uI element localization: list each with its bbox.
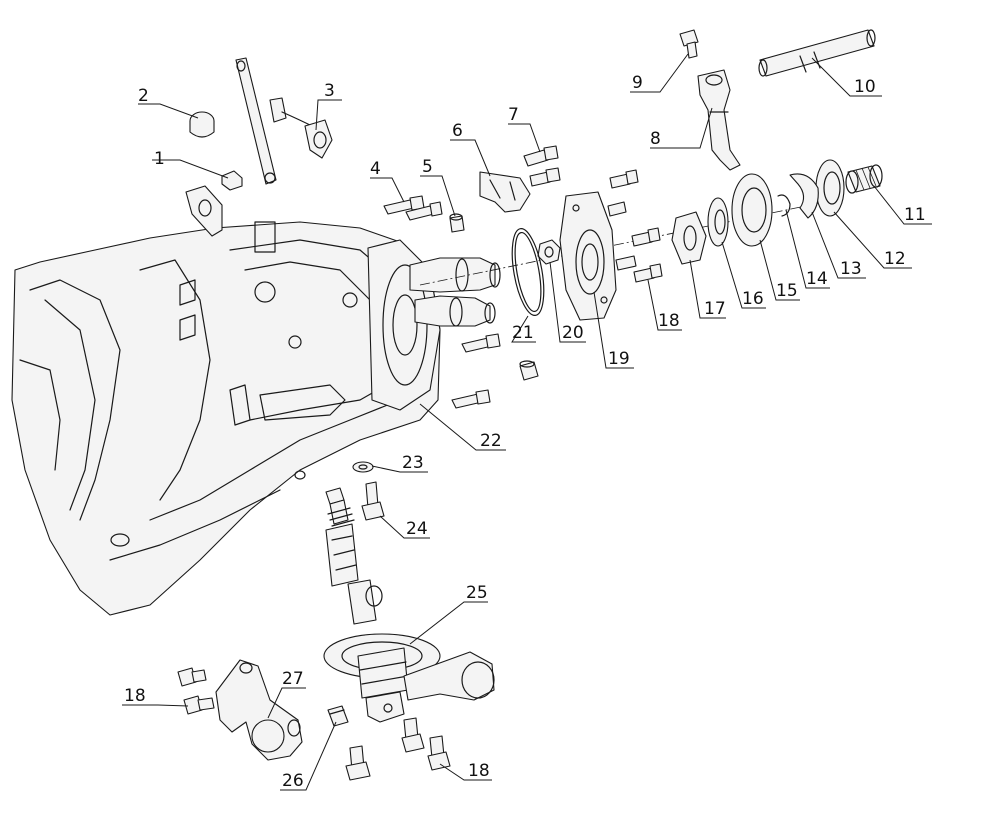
callout-6: 6	[452, 121, 463, 141]
part-24-bolt	[361, 481, 385, 521]
callout-4: 4	[370, 159, 381, 179]
callout-labels: 1 2 3 4 5 6 7 8 9 10 11 12 13 14 15 16 1…	[124, 73, 926, 791]
callout-2: 2	[138, 86, 149, 106]
callout-24: 24	[406, 519, 428, 539]
callout-7: 7	[508, 105, 519, 125]
callout-1: 1	[154, 149, 165, 169]
part-18-bolts-lower	[177, 667, 451, 781]
callout-25: 25	[466, 583, 488, 603]
callout-18-bottom: 18	[468, 761, 490, 781]
loose-bolts-middle	[451, 333, 539, 409]
callout-17: 17	[704, 299, 726, 319]
part-23-washer	[352, 461, 374, 473]
part-11-needle-bearing	[845, 164, 883, 194]
callout-8: 8	[650, 129, 661, 149]
callout-9: 9	[632, 73, 643, 93]
callout-21: 21	[512, 323, 534, 343]
callout-12: 12	[884, 249, 906, 269]
part-21-o-ring	[511, 228, 545, 316]
leader-lines	[122, 53, 932, 791]
callout-5: 5	[422, 157, 433, 177]
callout-18-left: 18	[124, 686, 146, 706]
part-27-lever-bracket	[215, 659, 303, 761]
part-19-retainer-plate	[559, 191, 617, 321]
part-13-thrust-washer	[789, 173, 819, 219]
part-5-dowel	[449, 213, 465, 233]
transmission-housing	[11, 221, 441, 616]
callout-16: 16	[742, 289, 764, 309]
callout-27: 27	[282, 669, 304, 689]
callout-10: 10	[854, 77, 876, 97]
callout-11: 11	[904, 205, 926, 225]
part-1-drain-plug	[185, 170, 243, 237]
part-6-bracket	[479, 171, 531, 213]
part-9-bolt	[679, 29, 699, 59]
part-20-nut	[537, 239, 561, 265]
callout-18-plate: 18	[658, 311, 680, 331]
shaft-assembly	[409, 199, 836, 327]
part-25-selector-assembly	[323, 487, 495, 723]
part-17-synchro-hub	[671, 211, 707, 265]
part-3-sensor	[235, 57, 333, 185]
part-18-bolts-plate	[607, 169, 663, 283]
part-15-16-synchro-set	[707, 173, 773, 247]
callout-20: 20	[562, 323, 584, 343]
part-2-filler-cap	[189, 111, 215, 138]
part-12-gear	[815, 159, 845, 217]
callout-15: 15	[776, 281, 798, 301]
part-7-bolts	[523, 145, 561, 187]
callout-19: 19	[608, 349, 630, 369]
callout-14: 14	[806, 269, 828, 289]
part-8-shift-fork	[697, 69, 741, 171]
callout-22: 22	[480, 431, 502, 451]
part-14-circlip	[777, 194, 791, 217]
part-10-shift-rail	[758, 29, 876, 77]
part-4-bolts	[383, 195, 443, 221]
part-26-block	[327, 705, 349, 727]
callout-23: 23	[402, 453, 424, 473]
callout-13: 13	[840, 259, 862, 279]
callout-26: 26	[282, 771, 304, 791]
callout-3: 3	[324, 81, 335, 101]
